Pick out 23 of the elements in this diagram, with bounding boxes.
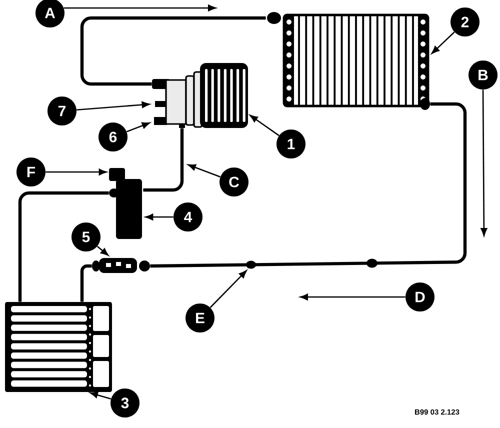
compressor <box>152 63 248 128</box>
flow-arrow <box>64 4 216 12</box>
flow-arrow <box>300 294 406 300</box>
pipe <box>143 128 184 192</box>
leader-line <box>46 168 107 176</box>
expansion-valve <box>92 258 150 273</box>
flow-arrow <box>480 90 488 236</box>
pipe <box>150 102 467 268</box>
leader-line <box>76 101 150 110</box>
pipe <box>80 264 92 302</box>
leader-line <box>188 164 220 178</box>
evaporator <box>5 302 112 392</box>
leader-line <box>210 270 247 308</box>
leader-line <box>432 32 455 54</box>
receiver-drier <box>109 168 142 239</box>
leader-line <box>126 122 150 132</box>
leader-line <box>145 214 174 220</box>
condenser <box>267 12 430 110</box>
leader-line <box>96 246 109 256</box>
pipe <box>80 16 266 86</box>
leader-line <box>90 392 112 400</box>
pipe <box>18 191 109 302</box>
leader-line <box>250 114 280 136</box>
